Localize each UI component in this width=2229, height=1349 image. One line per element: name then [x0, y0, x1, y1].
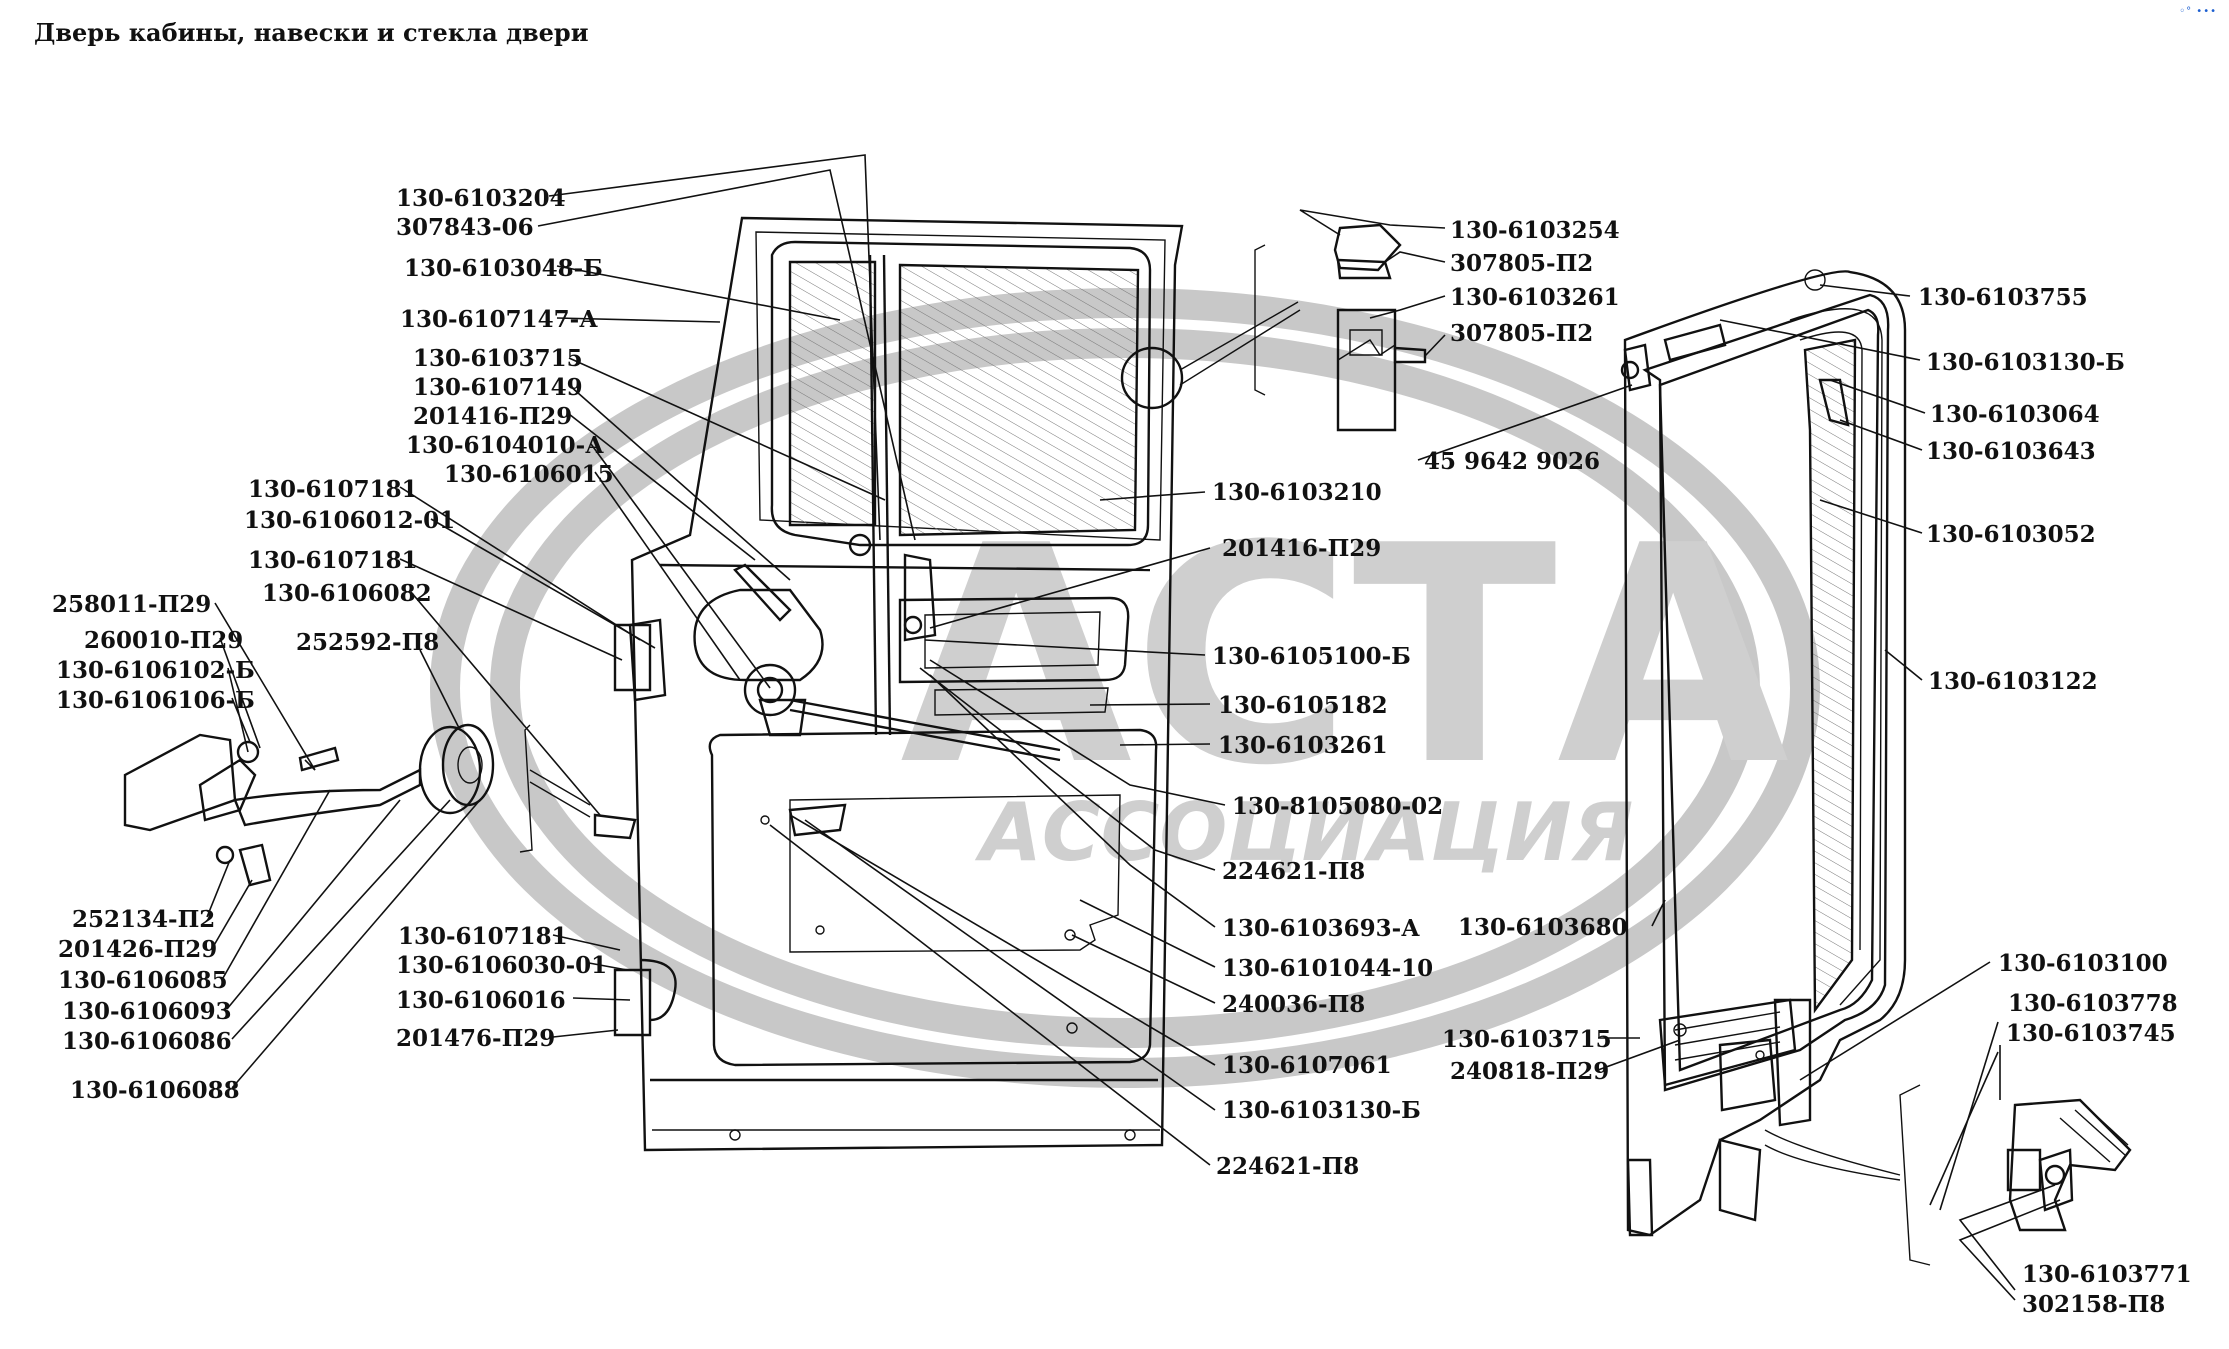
part-label: 130-6103261: [1450, 284, 1620, 311]
part-labels-right: 130-6103755 130-6103130-Б 130-6103064 13…: [1442, 284, 2192, 1318]
part-label: 307805-П2: [1450, 250, 1593, 277]
diagram-title: Дверь кабины, навески и стекла двери: [34, 18, 589, 47]
part-label: 130-6107149: [413, 374, 583, 401]
part-label: 240818-П29: [1450, 1058, 1609, 1085]
part-label: 130-6103778: [2008, 990, 2178, 1017]
part-label: 130-6103100: [1998, 950, 2168, 977]
part-label: 130-6103680: [1458, 914, 1628, 941]
part-label: 130-6104010-А: [406, 432, 604, 459]
part-label: 201416-П29: [1222, 535, 1381, 562]
part-label: 130-6103745: [2006, 1020, 2176, 1047]
part-label: 130-6106085: [58, 967, 228, 994]
part-label: 130-6106015: [444, 461, 614, 488]
part-label: 130-6107147-А: [400, 306, 598, 333]
part-label: 307843-06: [396, 214, 534, 241]
door-panel: [613, 216, 1184, 1152]
part-label: 252134-П2: [72, 906, 215, 933]
part-label: 130-8105080-02: [1232, 793, 1443, 820]
watermark-sub: АССОЦИАЦИЯ: [974, 786, 1633, 879]
part-label: 130-6103755: [1918, 284, 2088, 311]
part-label: 45 9642 9026: [1424, 448, 1600, 475]
part-label: 240036-П8: [1222, 991, 1365, 1018]
part-label: 130-6103130-Б: [1926, 349, 2125, 376]
part-label: 130-6106088: [70, 1077, 240, 1104]
part-label: 130-6101044-10: [1222, 955, 1433, 982]
part-labels-left: 130-6103204 307843-06 130-6103048-Б 130-…: [52, 185, 614, 1104]
part-label: 201416-П29: [413, 403, 572, 430]
part-label: 130-6103048-Б: [404, 255, 603, 282]
part-label: 130-6106106-Б: [56, 687, 255, 714]
part-label: 130-6103261: [1218, 732, 1388, 759]
part-label: 201476-П29: [396, 1025, 555, 1052]
part-label: 130-6103064: [1930, 401, 2100, 428]
watermark-main: АСТА: [900, 482, 1791, 831]
part-label: 252592-П8: [296, 629, 439, 656]
part-label: 130-6103254: [1450, 217, 1620, 244]
part-label: 130-6106012-01: [244, 507, 455, 534]
part-label: 130-6103204: [396, 185, 566, 212]
hinge-detail: [1899, 1084, 2132, 1266]
part-label: 130-6103210: [1212, 479, 1382, 506]
part-label: 130-6107181: [248, 547, 418, 574]
part-label: 130-6106093: [62, 998, 232, 1025]
leader-lines-right: [769, 209, 1633, 1166]
part-label: 130-6103771: [2022, 1261, 2192, 1288]
part-label: 130-6103693-А: [1222, 915, 1420, 942]
corner-mark-icon: ◦° •••: [2179, 6, 2217, 17]
part-label: 201426-П29: [58, 936, 217, 963]
part-label: 130-6106030-01: [396, 952, 607, 979]
part-label: 130-6107181: [398, 923, 568, 950]
part-label: 130-6105182: [1218, 692, 1388, 719]
part-label: 130-6107181: [248, 476, 418, 503]
part-label: 258011-П29: [52, 591, 211, 618]
part-label: 224621-П8: [1216, 1153, 1359, 1180]
part-label: 130-6105100-Б: [1212, 643, 1411, 670]
part-label: 130-6103715: [1442, 1026, 1612, 1053]
part-label: 130-6103122: [1928, 668, 2098, 695]
part-label: 224621-П8: [1222, 858, 1365, 885]
part-label: 130-6103715: [413, 345, 583, 372]
part-label: 260010-П29: [84, 627, 243, 654]
part-label: 130-6106102-Б: [56, 657, 255, 684]
part-label: 130-6106086: [62, 1028, 232, 1055]
leader-lines: [206, 154, 916, 1089]
part-label: 130-6106016: [396, 987, 566, 1014]
leader-lines-far-right: [1597, 284, 2061, 1301]
part-label: 130-6106082: [262, 580, 432, 607]
part-label: 130-6107061: [1222, 1052, 1392, 1079]
top-detail: [1120, 223, 1427, 432]
part-label: 130-6103130-Б: [1222, 1097, 1421, 1124]
part-label: 130-6103643: [1926, 438, 2096, 465]
door-check-assembly: [123, 723, 637, 887]
part-label: 302158-П8: [2022, 1291, 2165, 1318]
part-label: 307805-П2: [1450, 320, 1593, 347]
part-labels-middle: 130-6103254 307805-П2 130-6103261 307805…: [1212, 217, 1620, 1180]
part-label: 130-6103052: [1926, 521, 2096, 548]
